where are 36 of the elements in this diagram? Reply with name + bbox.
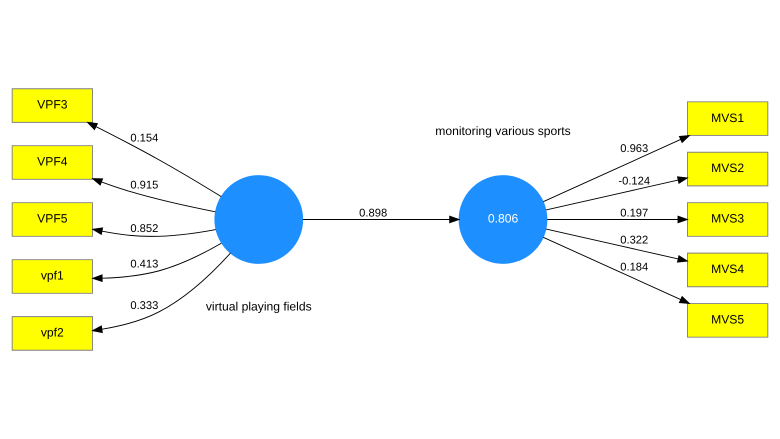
node-label: monitoring various sports: [435, 124, 571, 138]
edge-label: 0.322: [620, 234, 648, 246]
arrow: [546, 176, 689, 210]
node-box: vpf2: [12, 316, 93, 351]
node-box: vpf1: [12, 259, 93, 294]
arrow: [91, 227, 216, 237]
node-box: MVS3: [687, 202, 768, 237]
edge-label: 0.915: [130, 179, 158, 192]
arrow: [86, 122, 222, 198]
node-box: VPF4: [12, 145, 93, 180]
node-box: MVS5: [687, 303, 768, 338]
edge-label: 0.413: [130, 258, 158, 271]
arrow: [542, 135, 691, 202]
edge-label: 0.963: [620, 142, 648, 155]
edge-label: -0.124: [618, 176, 650, 188]
node-label: virtual playing fields: [206, 299, 312, 314]
node-box: VPF3: [12, 88, 93, 123]
node-box: VPF5: [12, 202, 93, 237]
arrow: [302, 216, 460, 224]
arrow: [91, 178, 216, 212]
node-box: MVS4: [687, 252, 768, 288]
edge-label: 0.184: [620, 262, 648, 274]
edge-label: 0.333: [130, 300, 158, 312]
edge-label: 0.197: [620, 207, 648, 220]
edge-label: 0.852: [130, 223, 158, 236]
arrow: [546, 228, 689, 263]
arrow: [91, 252, 231, 334]
node-box: MVS2: [687, 152, 768, 186]
node-box: MVS1: [687, 101, 768, 136]
node-circle: [214, 175, 304, 264]
node-circle: 0.806: [458, 175, 548, 264]
arrow: [542, 236, 691, 304]
arrow: [546, 216, 689, 224]
arrow: [91, 242, 222, 282]
edge-label: 0.898: [359, 207, 388, 220]
edge-label: 0.154: [130, 132, 158, 145]
